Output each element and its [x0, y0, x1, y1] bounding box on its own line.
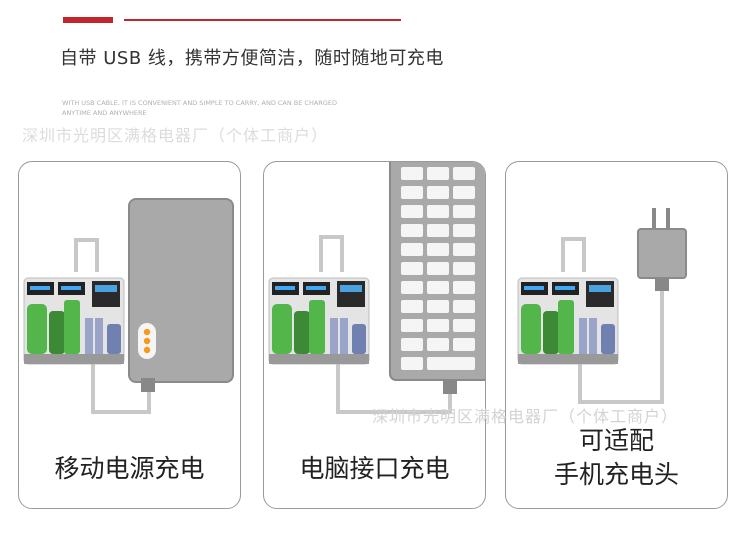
- power-bank-icon: [128, 198, 234, 392]
- caption-power-bank: 移动电源充电: [54, 454, 205, 483]
- caption-computer: 电脑接口充电: [299, 454, 450, 483]
- card-wall-adapter: 可适配 手机充电头: [505, 161, 728, 509]
- power-bank-illustration: [23, 198, 234, 414]
- card-power-bank: 移动电源充电: [18, 161, 241, 509]
- header-accent-bar: [63, 17, 113, 23]
- subtitle-english: WITH USB CABLE, IT IS CONVENIENT AND SIM…: [62, 98, 337, 118]
- card-computer: 电脑接口充电: [263, 161, 486, 509]
- wall-adapter-illustration: [517, 208, 687, 404]
- caption-wall-adapter: 可适配 手机充电头: [506, 424, 727, 492]
- battery-charger-icon: [517, 277, 619, 365]
- headline: 自带 USB 线，携带方便简洁，随时随地可充电: [60, 48, 444, 69]
- subtitle-english-line1: WITH USB CABLE, IT IS CONVENIENT AND SIM…: [62, 99, 337, 107]
- caption-wall-adapter-line2: 手机充电头: [553, 460, 679, 489]
- computer-illustration: [268, 162, 485, 414]
- battery-charger-icon: [23, 277, 125, 365]
- watermark-bottom: 深圳市光明区满格电器厂（个体工商户）: [372, 407, 679, 426]
- header-divider-line: [124, 19, 401, 21]
- subtitle-english-line2: ANYTIME AND ANYWHERE: [62, 109, 147, 117]
- battery-charger-icon: [268, 277, 370, 365]
- plug-adapter-icon: [637, 208, 687, 291]
- watermark-top: 深圳市光明区满格电器厂（个体工商户）: [22, 126, 329, 145]
- caption-wall-adapter-line1: 可适配: [578, 426, 654, 455]
- keyboard-icon: [389, 162, 485, 394]
